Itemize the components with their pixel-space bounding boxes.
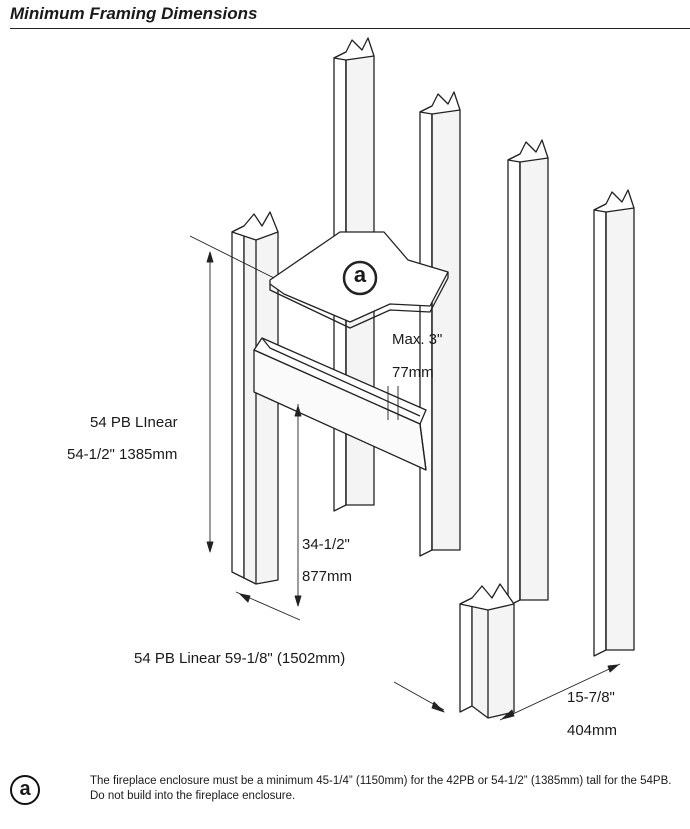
- depth-label-inches: 15-7/8": [567, 689, 615, 706]
- diagram-title: Minimum Framing Dimensions: [10, 4, 258, 23]
- header-height-inches: 34-1/2": [302, 536, 350, 553]
- stud-front-left: [231, 211, 279, 585]
- title-underline: [10, 28, 690, 29]
- callout-marker-a: a: [353, 262, 367, 287]
- height-label-model: 54 PB LInear: [90, 414, 178, 431]
- note-marker-a: a: [10, 775, 40, 805]
- stud-back-center: [419, 91, 461, 557]
- depth-label-mm: 404mm: [567, 722, 618, 739]
- width-label: 54 PB Linear 59-1/8" (1502mm): [134, 650, 346, 667]
- stud-back-right: [507, 139, 549, 607]
- stud-front-right-short: [459, 583, 515, 719]
- header-height-mm: 877mm: [302, 568, 353, 585]
- enclosure-shelf: [269, 231, 449, 329]
- max-offset-inches: Max. 3": [392, 331, 443, 348]
- dimension-lines: [189, 235, 621, 721]
- note-text: The fireplace enclosure must be a minimu…: [90, 775, 672, 802]
- height-label-size: 54-1/2" 1385mm: [67, 446, 178, 463]
- header-beam: [253, 337, 427, 471]
- stud-far-right: [593, 189, 635, 657]
- max-offset-mm: 77mm: [392, 364, 434, 381]
